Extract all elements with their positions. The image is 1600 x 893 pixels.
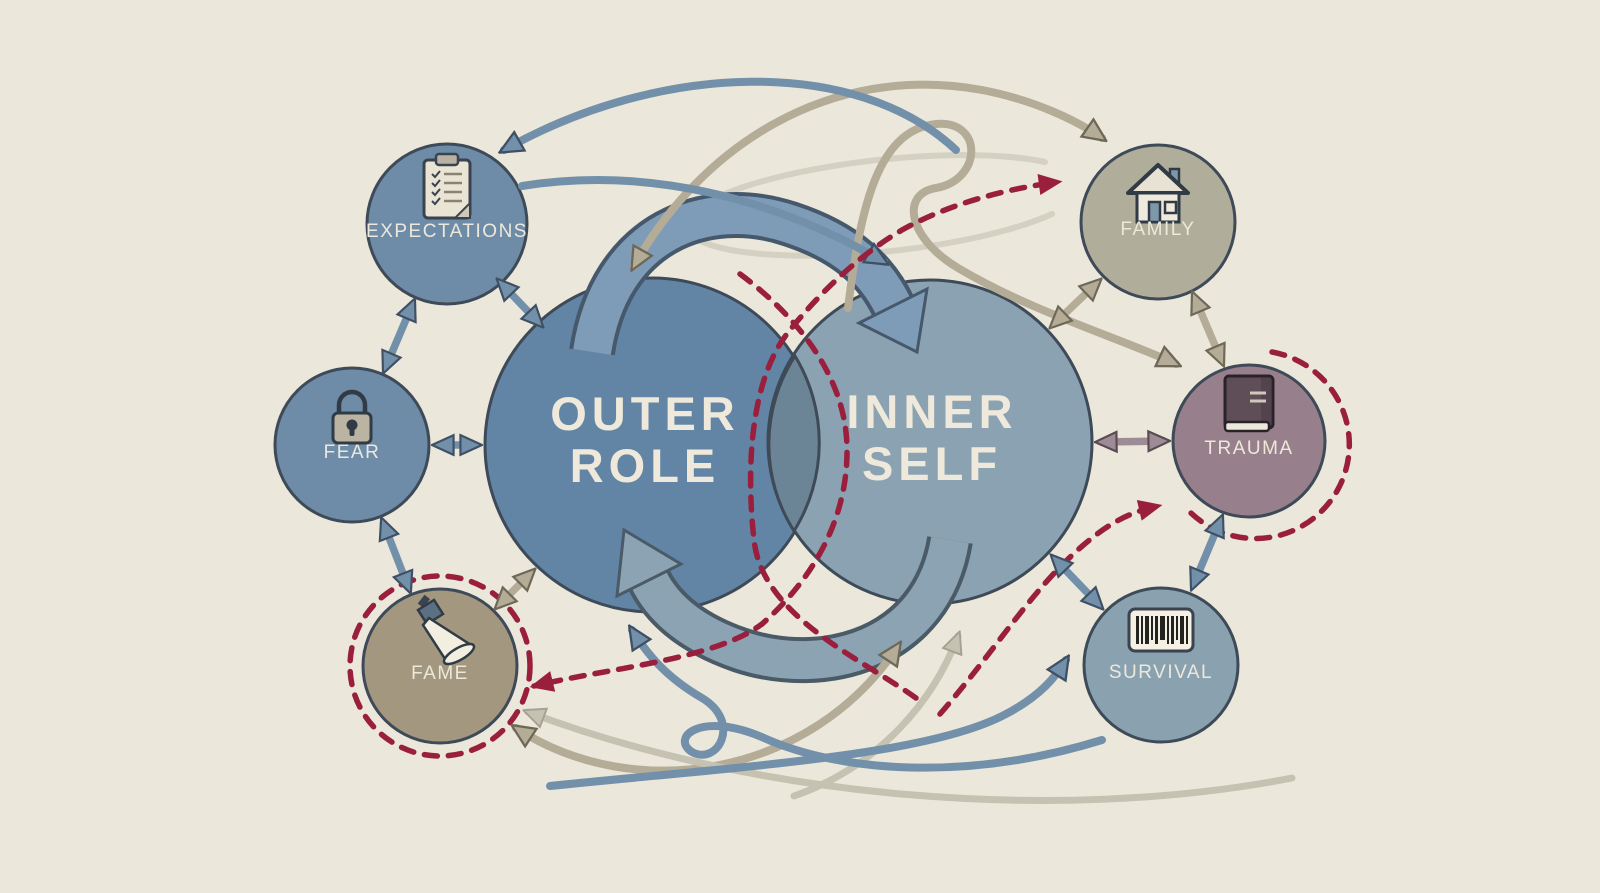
center-venn [483,276,1094,614]
expectations-label: EXPECTATIONS [366,221,528,242]
dashed-arrow-overlap-to-fame [529,271,850,692]
arrow-inner-to-expectations [504,77,960,150]
tan-connectors [498,282,1222,606]
overlap-lens [767,353,821,534]
fear-circle [273,366,431,524]
fear-label: FEAR [324,442,381,463]
house-icon [1126,163,1190,224]
trauma-label: TRAUMA [1204,438,1293,459]
survival-label: SURVIVAL [1109,662,1213,683]
outer-role-label-line1: OUTER [550,387,740,440]
cycle-arrow-bottom-head [615,527,685,599]
connector-survival-inner [1054,558,1100,606]
cycle-arrow-top-head [855,286,929,355]
node-family: FAMILY [1079,143,1237,301]
connector-trauma-survival [1193,519,1221,586]
connector-family-inner [1053,282,1098,325]
arrow-gray-to-fame [528,712,1296,804]
node-trauma: TRAUMA [1171,349,1352,542]
book-icon [1223,374,1275,433]
arrow-fame-to-survival [546,660,1066,790]
family-label: FAMILY [1120,219,1195,240]
expectations-circle [365,142,529,306]
dashed-arrow-overlap-to-family [747,173,1063,701]
node-survival: SURVIVAL [1082,586,1240,744]
node-fear: FEAR [273,366,431,524]
arrow-survival-to-outer-loop [632,630,1106,772]
trauma-circle [1171,363,1327,519]
padlock-icon [331,389,373,445]
survival-circle [1082,586,1240,744]
blue-connectors [383,282,1221,606]
inner-self-label-line2: SELF [862,437,1002,490]
spotlight-icon [416,594,476,666]
long-arrows-layer [504,77,1296,804]
node-expectations: EXPECTATIONS [365,142,529,306]
connector-family-trauma [1194,296,1222,362]
fame-label: FAME [411,663,469,684]
inner-self-label-line1: INNER [846,385,1017,438]
connector-fame-outer [498,572,532,606]
outer-role-label-line2: ROLE [570,439,721,492]
clipboard-checklist-icon [422,152,472,220]
connector-trauma-inner [1100,441,1165,442]
connector-fear-fame [383,522,409,589]
trauma-dashed-arc [1183,349,1352,542]
arrow-expectations-to-inner [518,176,884,262]
mauve-connectors [1100,441,1165,442]
connector-expectations-outer [500,282,540,324]
arrow-inner-to-trauma-loop [844,119,1176,368]
connector-expectations-fear [385,303,413,369]
barcode-icon [1127,607,1195,653]
arrow-gray-to-inner-bottom [790,636,958,800]
